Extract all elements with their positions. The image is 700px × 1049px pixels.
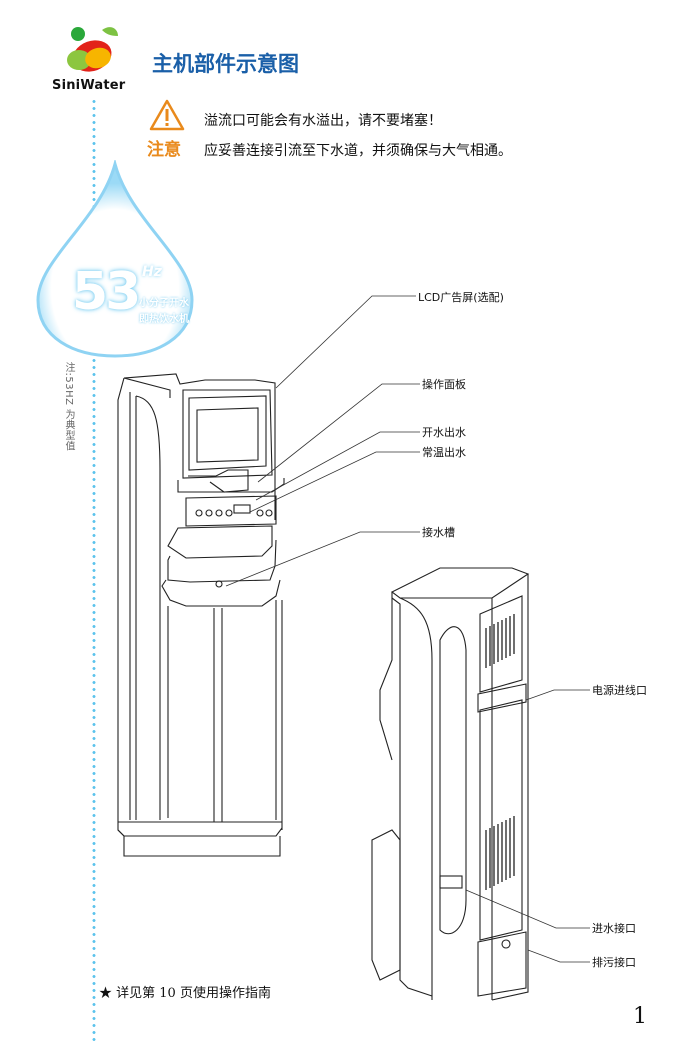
badge-line-1: 小分子开水	[139, 298, 189, 309]
water-drop-icon	[36, 160, 194, 358]
callout-lcd-screen: LCD广告屏(选配)	[418, 291, 504, 304]
badge-line-2: 即热饮水机	[139, 314, 189, 325]
callout-drain-port: 排污接口	[592, 956, 636, 969]
callout-boiling-outlet: 开水出水	[422, 426, 466, 439]
badge-number: 53	[72, 262, 141, 322]
front-unit-drawing	[117, 373, 285, 857]
side-note: 注:53HZ 为典型值	[63, 362, 74, 452]
callout-power-inlet: 电源进线口	[592, 684, 647, 697]
notice-label: 注意	[147, 140, 181, 160]
siniwater-logo-icon	[67, 27, 118, 72]
page-title: 主机部件示意图	[152, 52, 299, 76]
callout-operation-panel: 操作面板	[422, 378, 466, 391]
dotted-rule	[92, 98, 96, 1043]
page-number: 1	[633, 1004, 647, 1029]
brand-name: SiniWater	[52, 78, 126, 93]
back-unit-drawing	[371, 567, 530, 1001]
callout-drip-tray: 接水槽	[422, 526, 455, 539]
warning-triangle-icon	[149, 99, 185, 131]
badge-unit: Hz	[142, 264, 162, 280]
warning-line-2: 应妥善连接引流至下水道，并须确保与大气相通。	[204, 143, 512, 159]
callout-normal-outlet: 常温出水	[422, 446, 466, 459]
callout-water-inlet: 进水接口	[592, 922, 636, 935]
warning-line-1: 溢流口可能会有水溢出，请不要堵塞！	[204, 113, 442, 129]
footnote: ★ 详见第 10 页使用操作指南	[99, 986, 271, 1001]
